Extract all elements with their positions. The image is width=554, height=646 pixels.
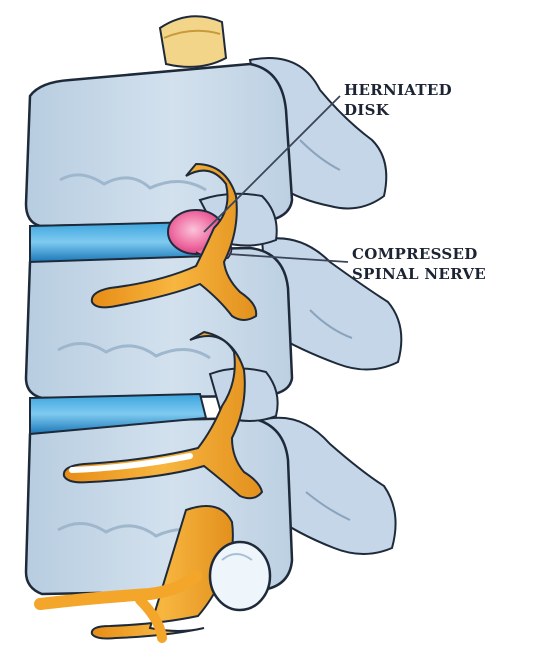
label-compressed-line2: SPINAL NERVE [352,264,486,284]
facet-joint [210,542,270,610]
top-disc-fragment [160,16,226,67]
label-herniated-line1: HERNIATED [344,80,452,100]
label-compressed-spinal-nerve: COMPRESSED SPINAL NERVE [352,244,486,284]
label-herniated-line2: DISK [344,100,452,120]
label-herniated-disk: HERNIATED DISK [344,80,452,120]
label-compressed-line1: COMPRESSED [352,244,486,264]
